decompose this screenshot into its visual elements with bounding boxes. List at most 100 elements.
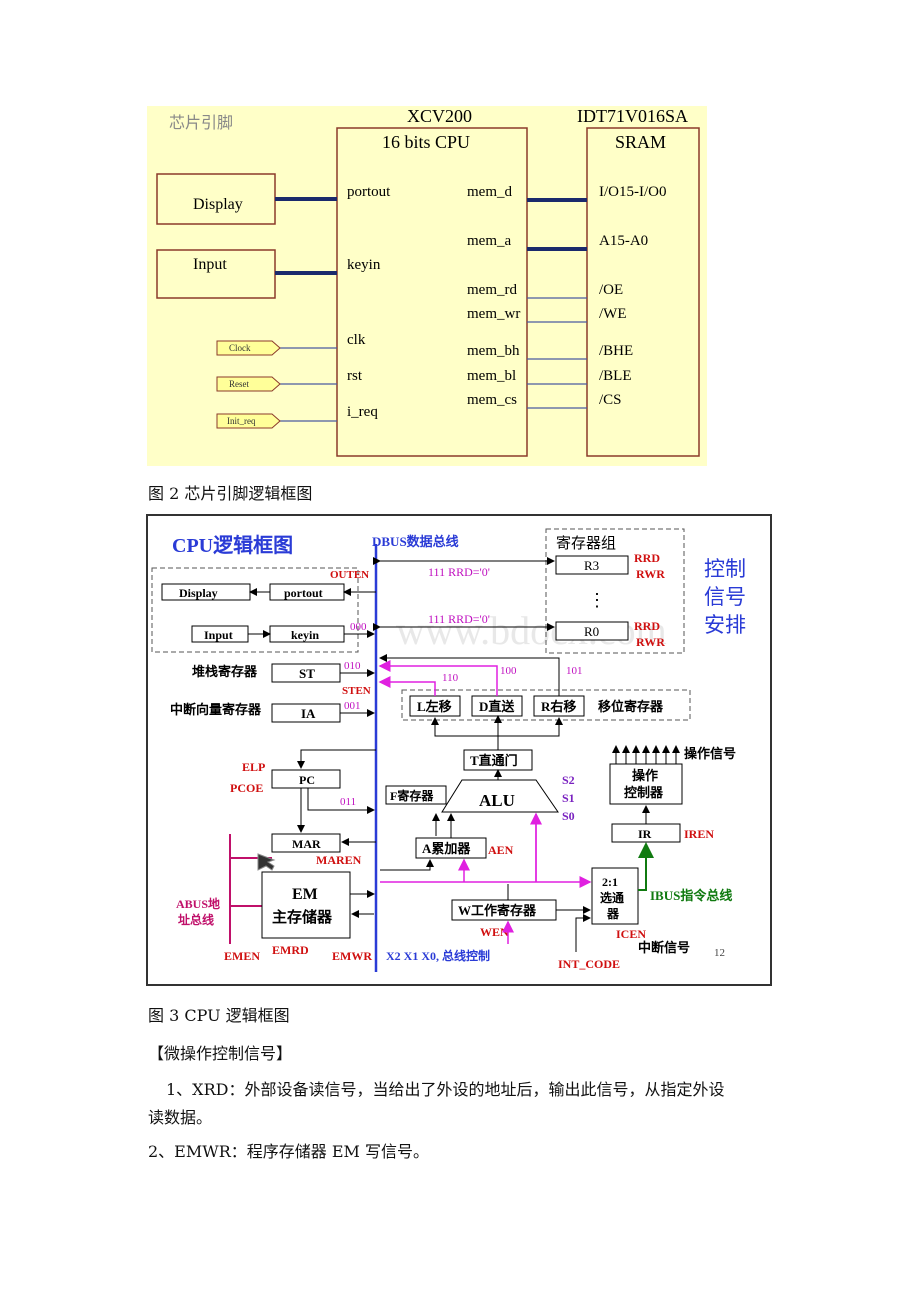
cpu-box [336, 127, 528, 457]
cpu-chip-name: XCV200 [407, 106, 472, 126]
s0: S0 [562, 809, 575, 823]
op-ctrl-2: 控制器 [624, 785, 664, 800]
rwr-1: RWR [636, 567, 665, 581]
shift-r: R右移 [541, 699, 576, 714]
reg-st: ST [299, 666, 315, 681]
item-2: 2、EMWR：程序存储器 EM 写信号。 [148, 1142, 429, 1161]
pin-clk: clk [347, 332, 366, 348]
reg-pc: PC [299, 773, 315, 787]
reg-ia: IA [301, 706, 316, 721]
reg-ir: IR [638, 827, 652, 841]
reg-mar: MAR [292, 837, 321, 851]
cpu-title: 16 bits CPU [382, 132, 470, 152]
pin-keyin: keyin [347, 257, 381, 273]
sram-pin-cs: /CS [599, 392, 622, 408]
f3-input: Input [204, 628, 233, 642]
icen: ICEN [616, 927, 646, 941]
shift-label: 移位寄存器 [598, 699, 664, 714]
pcoe: PCOE [230, 781, 263, 795]
mux-2: 选通 [600, 890, 624, 905]
display-label: Display [193, 196, 243, 213]
input-label: Input [193, 256, 227, 273]
sram-pin-bhe: /BHE [599, 343, 633, 359]
fig2-corner-label: 芯片引脚 [169, 114, 233, 132]
bus-ctrl: X2 X1 X0, 总线控制 [386, 948, 490, 963]
cpu-logic-diagram: www.bdocx.com CPU逻辑框图 DBUS数据总线 寄存器组 R3 ⋮… [146, 514, 772, 986]
page-number: 12 [714, 947, 725, 959]
code-011: 011 [340, 796, 356, 808]
int-code: INT_CODE [558, 957, 620, 971]
code-101: 101 [566, 665, 583, 677]
emrd: EMRD [272, 943, 309, 957]
op-ctrl-1: 操作 [632, 768, 658, 783]
tag-clock: Clock [229, 343, 251, 353]
rrd-2: RRD [634, 619, 660, 633]
shift-d: D直送 [479, 699, 515, 714]
f-reg: F寄存器 [390, 788, 434, 803]
s2: S2 [562, 773, 575, 787]
mux-3: 器 [606, 907, 620, 921]
rrd-1: RRD [634, 551, 660, 565]
shift-l: L左移 [417, 699, 452, 714]
elp: ELP [242, 760, 265, 774]
section-heading: 【微操作控制信号】 [148, 1044, 293, 1063]
iren: IREN [684, 827, 714, 841]
t-gate: T直通门 [470, 753, 518, 768]
figure-3-caption: 图 3 CPU 逻辑框图 [148, 1006, 290, 1025]
tag-reset: Reset [229, 379, 249, 389]
maren: MAREN [316, 853, 362, 867]
s1: S1 [562, 791, 575, 805]
code-110: 110 [442, 672, 459, 684]
em-2: 主存储器 [272, 908, 333, 926]
emen: EMEN [224, 949, 260, 963]
pin-ireq: i_req [347, 404, 378, 420]
pin-mem-d: mem_d [467, 184, 512, 200]
chip-pin-diagram: 芯片引脚 XCV200 IDT71V016SA 16 bits CPU SRAM… [147, 106, 707, 466]
pin-rst: rst [347, 368, 363, 384]
ctrl-2: 信号 [704, 585, 746, 609]
reg-dots: ⋮ [588, 590, 606, 610]
sram-pin-ble: /BLE [599, 368, 632, 384]
f3-display: Display [179, 586, 218, 600]
w-reg: W工作寄存器 [458, 903, 537, 918]
mux-1: 2:1 [602, 875, 618, 889]
item-1-line-1: 1、XRD：外部设备读信号，当给出了外设的地址后，输出此信号，从指定外设 [166, 1080, 725, 1099]
sel-111-b: 111 RRD='0' [428, 612, 490, 626]
code-000: 000 [350, 621, 367, 633]
pin-mem-a: mem_a [467, 233, 511, 249]
item-1: 1、XRD：外部设备读信号，当给出了外设的地址后，输出此信号，从指定外设 读数据… [148, 1076, 828, 1132]
pin-mem-cs: mem_cs [467, 392, 517, 408]
sram-chip-name: IDT71V016SA [577, 106, 688, 126]
sram-title: SRAM [615, 132, 666, 152]
op-signal-label: 操作信号 [684, 746, 736, 761]
int-signal: 中断信号 [638, 940, 690, 955]
abus-1: ABUS地 [176, 896, 220, 911]
ibus: IBUS指令总线 [650, 888, 732, 903]
pin-mem-bh: mem_bh [467, 343, 520, 359]
outen: OUTEN [330, 569, 369, 581]
f3-portout: portout [284, 586, 323, 600]
tag-initreq: Init_req [227, 416, 256, 426]
stack-label: 堆栈寄存器 [192, 664, 258, 679]
code-100: 100 [500, 665, 517, 677]
reg-group-label: 寄存器组 [556, 534, 616, 552]
em-1: EM [292, 886, 318, 903]
sram-pin-we: /WE [599, 306, 627, 322]
a-acc: A累加器 [422, 841, 471, 856]
alu-label: ALU [479, 791, 515, 810]
figure-2-caption: 图 2 芯片引脚逻辑框图 [148, 484, 313, 503]
pin-mem-bl: mem_bl [467, 368, 516, 384]
sten: STEN [342, 685, 371, 697]
sram-pin-a: A15-A0 [599, 233, 648, 249]
wen: WEN [480, 925, 509, 939]
sram-pin-io: I/O15-I/O0 [599, 184, 667, 200]
code-001: 001 [344, 700, 361, 712]
abus-2: 址总线 [178, 912, 214, 927]
pin-mem-rd: mem_rd [467, 282, 517, 298]
dbus-label: DBUS数据总线 [372, 534, 459, 549]
fig3-title: CPU逻辑框图 [172, 533, 293, 557]
pin-mem-wr: mem_wr [467, 306, 520, 322]
ctrl-1: 控制 [704, 557, 746, 581]
sram-box [586, 127, 700, 457]
sel-111-a: 111 RRD='0' [428, 565, 490, 579]
